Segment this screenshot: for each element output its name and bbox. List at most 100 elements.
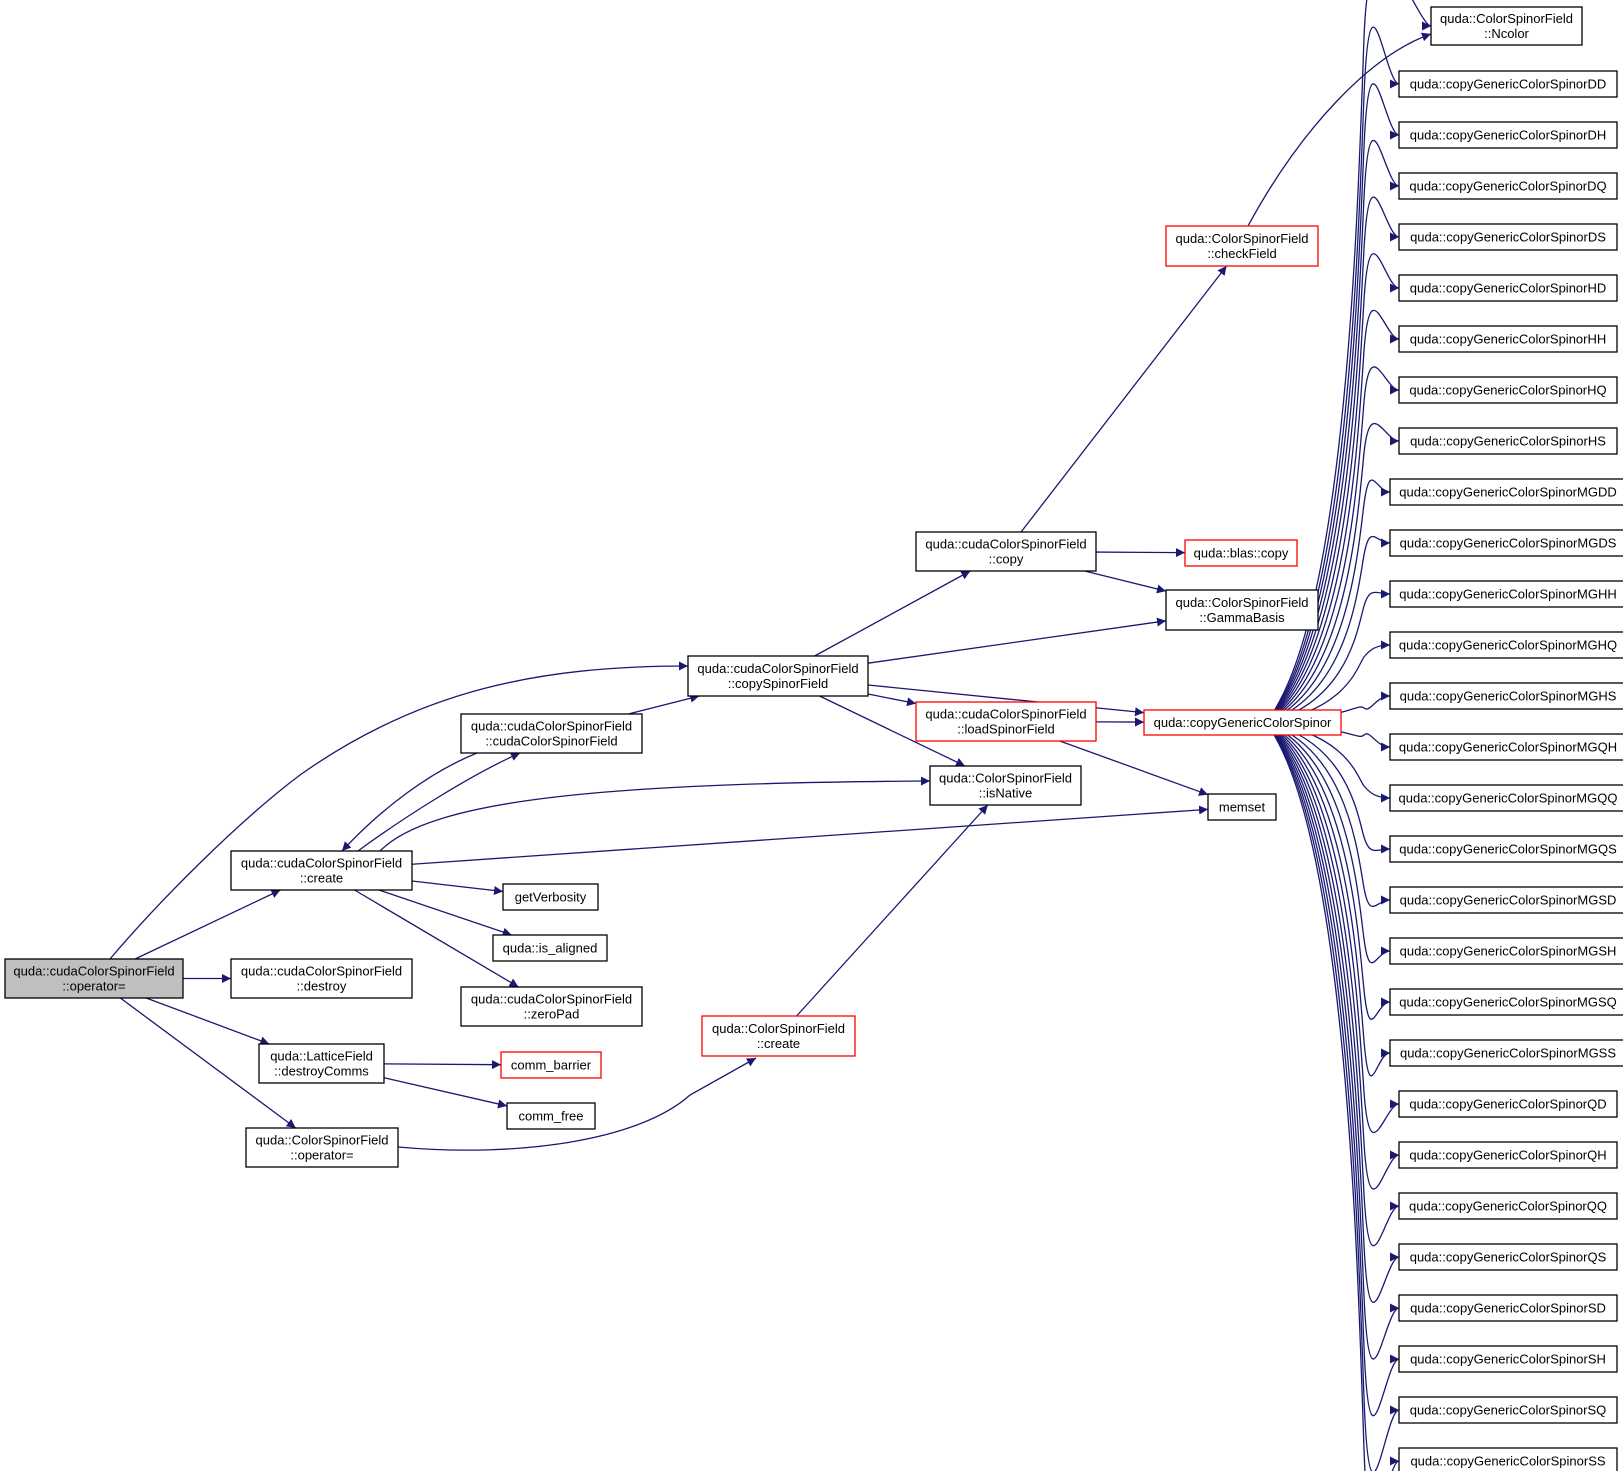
- node-r10[interactable]: quda::copyGenericColorSpinorMGDS: [1389, 529, 1623, 557]
- node-r18[interactable]: quda::copyGenericColorSpinorMGSH: [1389, 937, 1623, 965]
- call-edge-cudaCopy-to-checkField: [1020, 265, 1228, 533]
- node-r25[interactable]: quda::copyGenericColorSpinorSD: [1398, 1294, 1618, 1322]
- node-box-destroy: [230, 958, 413, 999]
- node-label-r3-line1: quda::copyGenericColorSpinorDQ: [1409, 179, 1606, 194]
- call-edge-copyGeneric-to-r8: [1265, 423, 1400, 724]
- node-box-r26: [1398, 1345, 1618, 1373]
- call-edge-copyGeneric-to-r10: [1265, 535, 1391, 724]
- node-destroy[interactable]: quda::cudaColorSpinorField::destroy: [230, 958, 413, 999]
- node-r28[interactable]: quda::copyGenericColorSpinorSS: [1398, 1447, 1618, 1471]
- node-gammaBasis[interactable]: quda::ColorSpinorField::GammaBasis: [1165, 589, 1319, 631]
- call-edge-copyGeneric-to-r16: [1265, 721, 1391, 854]
- node-r12[interactable]: quda::copyGenericColorSpinorMGHQ: [1389, 631, 1623, 659]
- call-edge-copyGeneric-to-r24: [1265, 722, 1400, 1303]
- node-label-r1-line1: quda::copyGenericColorSpinorDD: [1410, 77, 1607, 92]
- node-csfOperator[interactable]: quda::ColorSpinorField::operator=: [245, 1127, 399, 1168]
- node-box-r5: [1398, 274, 1618, 302]
- node-r22[interactable]: quda::copyGenericColorSpinorQH: [1398, 1141, 1618, 1169]
- node-r8[interactable]: quda::copyGenericColorSpinorHS: [1398, 427, 1618, 455]
- node-r26[interactable]: quda::copyGenericColorSpinorSH: [1398, 1345, 1618, 1373]
- node-label-r18-line1: quda::copyGenericColorSpinorMGSH: [1400, 944, 1617, 959]
- node-loadSpinorField[interactable]: quda::cudaColorSpinorField::loadSpinorFi…: [915, 701, 1097, 742]
- node-r16[interactable]: quda::copyGenericColorSpinorMGQS: [1389, 835, 1623, 863]
- node-r2[interactable]: quda::copyGenericColorSpinorDH: [1398, 121, 1618, 149]
- node-box-isAligned: [492, 934, 608, 962]
- node-r4[interactable]: quda::copyGenericColorSpinorDS: [1398, 223, 1618, 251]
- node-r1[interactable]: quda::copyGenericColorSpinorDD: [1398, 70, 1618, 98]
- node-r23[interactable]: quda::copyGenericColorSpinorQQ: [1398, 1192, 1618, 1220]
- node-box-cudaCopy: [915, 531, 1097, 572]
- node-r3[interactable]: quda::copyGenericColorSpinorDQ: [1398, 172, 1618, 200]
- node-label-r17-line1: quda::copyGenericColorSpinorMGSD: [1400, 893, 1617, 908]
- node-label-zeroPad-line2: ::zeroPad: [524, 1007, 580, 1022]
- node-r21[interactable]: quda::copyGenericColorSpinorQD: [1398, 1090, 1618, 1118]
- node-isAligned[interactable]: quda::is_aligned: [492, 934, 608, 962]
- node-destroyComms[interactable]: quda::LatticeField::destroyComms: [258, 1043, 385, 1084]
- node-r17[interactable]: quda::copyGenericColorSpinorMGSD: [1389, 886, 1623, 914]
- node-blasCopy[interactable]: quda::blas::copy: [1184, 539, 1298, 567]
- node-label-csfOperator-line2: ::operator=: [290, 1148, 353, 1163]
- node-r20[interactable]: quda::copyGenericColorSpinorMGSS: [1389, 1039, 1623, 1067]
- node-root[interactable]: quda::cudaColorSpinorField::operator=: [4, 958, 184, 999]
- node-label-ctor-line1: quda::cudaColorSpinorField: [471, 719, 632, 734]
- node-copySpinorField[interactable]: quda::cudaColorSpinorField::copySpinorFi…: [687, 655, 869, 697]
- node-cudaCopy[interactable]: quda::cudaColorSpinorField::copy: [915, 531, 1097, 572]
- node-label-ctor-line2: ::cudaColorSpinorField: [485, 734, 617, 749]
- node-create[interactable]: quda::cudaColorSpinorField::create: [230, 850, 413, 891]
- node-box-r6: [1398, 325, 1618, 353]
- call-edge-copyGeneric-to-r20: [1265, 721, 1391, 1077]
- node-box-loadSpinorField: [915, 701, 1097, 742]
- call-edge-checkField-to-nColor: [1247, 32, 1432, 227]
- node-label-r28-line1: quda::copyGenericColorSpinorSS: [1410, 1454, 1605, 1469]
- node-isNative[interactable]: quda::ColorSpinorField::isNative: [929, 765, 1082, 806]
- node-label-r7-line1: quda::copyGenericColorSpinorHQ: [1409, 383, 1606, 398]
- node-r13[interactable]: quda::copyGenericColorSpinorMGHS: [1389, 682, 1623, 710]
- node-box-copySpinorField: [687, 655, 869, 697]
- node-commFree[interactable]: comm_free: [506, 1102, 596, 1130]
- node-commBarrier[interactable]: comm_barrier: [500, 1051, 602, 1079]
- node-zeroPad[interactable]: quda::cudaColorSpinorField::zeroPad: [460, 986, 643, 1027]
- node-r15[interactable]: quda::copyGenericColorSpinorMGQQ: [1389, 784, 1623, 812]
- node-csfCreate[interactable]: quda::ColorSpinorField::create: [701, 1015, 856, 1057]
- node-label-root-line1: quda::cudaColorSpinorField: [13, 964, 174, 979]
- call-edge-copyGeneric-to-r25: [1265, 722, 1400, 1360]
- node-label-copySpinorField-line2: ::copySpinorField: [728, 676, 828, 691]
- node-r6[interactable]: quda::copyGenericColorSpinorHH: [1398, 325, 1618, 353]
- node-box-r2: [1398, 121, 1618, 149]
- node-label-loadSpinorField-line1: quda::cudaColorSpinorField: [925, 707, 1086, 722]
- node-label-r22-line1: quda::copyGenericColorSpinorQH: [1409, 1148, 1606, 1163]
- node-box-blasCopy: [1184, 539, 1298, 567]
- node-label-r24-line1: quda::copyGenericColorSpinorQS: [1410, 1250, 1607, 1265]
- node-r11[interactable]: quda::copyGenericColorSpinorMGHH: [1389, 580, 1623, 608]
- node-r5[interactable]: quda::copyGenericColorSpinorHD: [1398, 274, 1618, 302]
- node-label-gammaBasis-line2: ::GammaBasis: [1199, 610, 1285, 625]
- node-nColor[interactable]: quda::ColorSpinorField::Ncolor: [1430, 6, 1583, 46]
- node-label-checkField-line2: ::checkField: [1207, 246, 1276, 261]
- node-checkField[interactable]: quda::ColorSpinorField::checkField: [1165, 225, 1319, 267]
- call-edge-root-to-copySpinorField: [109, 661, 689, 960]
- call-nodes: quda::cudaColorSpinorField::operator=qud…: [4, 6, 1623, 1471]
- node-label-isNative-line1: quda::ColorSpinorField: [939, 771, 1072, 786]
- node-copyGeneric[interactable]: quda::copyGenericColorSpinor: [1143, 709, 1342, 736]
- node-memset[interactable]: memset: [1207, 793, 1277, 821]
- node-r14[interactable]: quda::copyGenericColorSpinorMGQH: [1389, 733, 1623, 761]
- call-edge-root-to-csfOperator: [119, 997, 297, 1129]
- node-label-r6-line1: quda::copyGenericColorSpinorHH: [1410, 332, 1607, 347]
- node-box-r18: [1389, 937, 1623, 965]
- node-r27[interactable]: quda::copyGenericColorSpinorSQ: [1398, 1396, 1618, 1424]
- node-r19[interactable]: quda::copyGenericColorSpinorMGSQ: [1389, 988, 1623, 1016]
- node-r24[interactable]: quda::copyGenericColorSpinorQS: [1398, 1243, 1618, 1271]
- call-edge-ctor-to-create: [341, 752, 478, 852]
- node-label-destroyComms-line1: quda::LatticeField: [270, 1049, 373, 1064]
- node-ctor[interactable]: quda::cudaColorSpinorField::cudaColorSpi…: [460, 713, 643, 754]
- node-label-nColor-line2: ::Ncolor: [1484, 26, 1529, 41]
- call-edge-destroyComms-to-commFree: [383, 1077, 508, 1109]
- node-label-csfCreate-line1: quda::ColorSpinorField: [712, 1021, 845, 1036]
- call-edge-copySpinorField-to-loadSpinorField: [867, 693, 917, 707]
- node-getVerbosity[interactable]: getVerbosity: [502, 883, 599, 911]
- node-box-r10: [1389, 529, 1623, 557]
- call-edge-copyGeneric-to-r15: [1265, 721, 1391, 803]
- node-r7[interactable]: quda::copyGenericColorSpinorHQ: [1398, 376, 1618, 404]
- node-r9[interactable]: quda::copyGenericColorSpinorMGDD: [1389, 478, 1623, 506]
